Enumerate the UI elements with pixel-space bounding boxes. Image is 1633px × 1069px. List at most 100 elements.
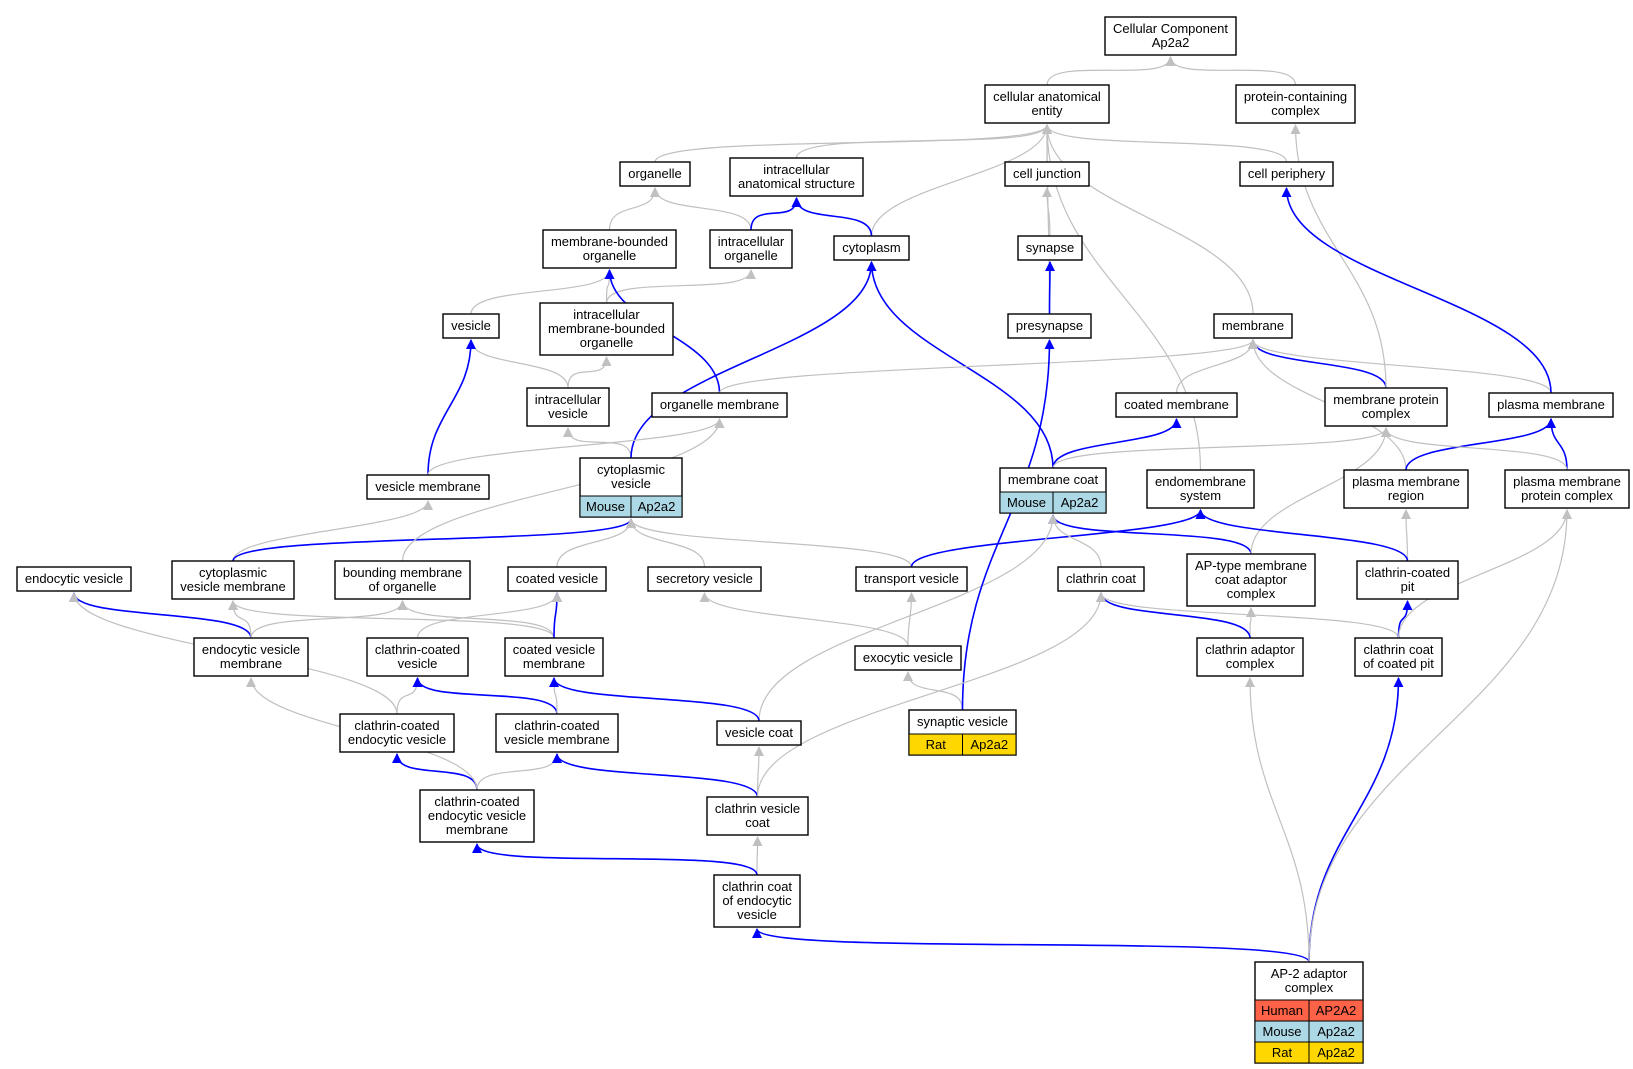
edge-is_a-ccoatpit-to-pmpc — [1397, 509, 1572, 639]
node-label: cellular anatomical — [993, 89, 1101, 104]
node-label: complex — [1285, 980, 1334, 995]
edge-part_of-cac-to-clathcoat — [1096, 592, 1251, 639]
node-label: intracellular — [535, 392, 602, 407]
node-label: coated vesicle — [513, 642, 595, 657]
node-vesicle: vesicle — [442, 313, 500, 339]
edge-part_of-ccoatev-to-ccevm — [472, 843, 758, 876]
node-box — [706, 796, 809, 836]
edge-is_a-ccev-to-ccv — [396, 677, 423, 715]
edge-part_of-vcoat-to-cvmem — [549, 677, 760, 722]
node-label: vesicle — [737, 907, 777, 922]
node-box — [729, 157, 864, 197]
species-cell-gene — [1308, 1041, 1364, 1064]
node-box — [366, 474, 490, 500]
node-box — [16, 566, 132, 592]
node-label: vesicle membrane — [375, 479, 481, 494]
edge-is_a-cytovesicle-to-iv — [563, 427, 632, 459]
edge-part_of-pmpc-to-pm — [1546, 418, 1568, 471]
edge-part_of-ccvm-to-ccv — [412, 677, 558, 715]
node-box — [171, 560, 295, 600]
edge-part_of-memcoat-to-coatedmem — [1052, 418, 1182, 469]
node-box — [855, 566, 968, 592]
node-label: of coated pit — [1363, 656, 1434, 671]
edge-part_of-cytovesicle-to-cytoplasm — [630, 261, 877, 459]
node-box — [833, 235, 910, 261]
edge-part_of-io-to-ias — [750, 197, 802, 231]
node-label: endocytic vesicle — [202, 642, 300, 657]
node-label: exocytic vesicle — [863, 650, 953, 665]
node-box — [1104, 16, 1237, 56]
node-vcoat: vesicle coat — [716, 720, 802, 746]
edge-part_of-mpc-to-membrane — [1248, 339, 1387, 389]
node-label: organelle — [583, 248, 637, 263]
node-box — [539, 302, 674, 356]
node-label: cytoplasm — [842, 240, 901, 255]
node-box — [339, 713, 455, 753]
edge-is_a-transves-to-cytovesicle — [626, 518, 913, 568]
node-box — [984, 84, 1110, 124]
edge-is_a-iv-to-imbo — [567, 356, 612, 389]
node-label: plasma membrane — [1513, 474, 1621, 489]
edge-part_of-ap2-to-ccoatpit — [1308, 677, 1404, 963]
species-gene: Ap2a2 — [1317, 1024, 1355, 1039]
node-label: cytoplasmic — [199, 565, 267, 580]
edge-is_a-cvcoat-to-vcoat — [753, 746, 764, 798]
node-label: AP-type membrane — [1195, 558, 1307, 573]
edge-is_a-synapse-to-celljunction — [1042, 187, 1053, 237]
edge-is_a-pcc-to-root — [1165, 56, 1297, 86]
edge-is_a-evm-to-bmo — [250, 600, 408, 639]
node-label: complex — [1271, 103, 1320, 118]
node-label: vesicle membrane — [180, 579, 286, 594]
node-vm: vesicle membrane — [366, 474, 490, 500]
node-label: presynapse — [1016, 318, 1083, 333]
node-label: AP-2 adaptor — [1271, 966, 1348, 981]
node-box — [1324, 387, 1448, 427]
node-box — [647, 566, 762, 592]
node-label: cytoplasmic — [597, 462, 665, 477]
node-label: Ap2a2 — [1152, 35, 1190, 50]
node-label: vesicle coat — [725, 725, 793, 740]
node-label: anatomical structure — [738, 176, 855, 191]
edge-part_of-evm-to-endovesicle — [69, 592, 252, 639]
node-label: of endocytic — [722, 893, 792, 908]
node-label: endomembrane — [1155, 474, 1246, 489]
edge-part_of-transves-to-endomem — [910, 509, 1206, 568]
species-name: Human — [1261, 1003, 1303, 1018]
node-label: complex — [1227, 586, 1276, 601]
edge-is_a-exoves-to-transves — [906, 592, 917, 647]
node-box — [1057, 566, 1145, 592]
node-label: synaptic vesicle — [917, 714, 1008, 729]
node-label: organelle — [628, 166, 682, 181]
edge-is_a-ap2-to-pmpc — [1308, 509, 1572, 963]
node-box — [854, 645, 962, 671]
edge-is_a-secves-to-cytovesicle — [626, 518, 706, 568]
node-label: membrane — [446, 822, 508, 837]
species-gene: Ap2a2 — [638, 499, 676, 514]
node-label: membrane — [1222, 318, 1284, 333]
node-label: intracellular — [573, 307, 640, 322]
edge-is_a-cvmem-to-bmo — [397, 600, 555, 639]
node-label: clathrin adaptor — [1205, 642, 1295, 657]
node-box — [542, 229, 677, 269]
node-label: entity — [1031, 103, 1063, 118]
node-synapse: synapse — [1017, 235, 1083, 261]
edge-part_of-ccoatpit-to-ccpit — [1397, 600, 1413, 639]
edge-is_a-synves-to-exoves — [903, 671, 964, 711]
node-box — [619, 161, 691, 187]
node-label: complex — [1362, 406, 1411, 421]
node-label: intracellular — [763, 162, 830, 177]
edge-is_a-cae-to-root — [1046, 56, 1176, 86]
node-label: coat — [745, 815, 770, 830]
node-box — [1017, 235, 1083, 261]
